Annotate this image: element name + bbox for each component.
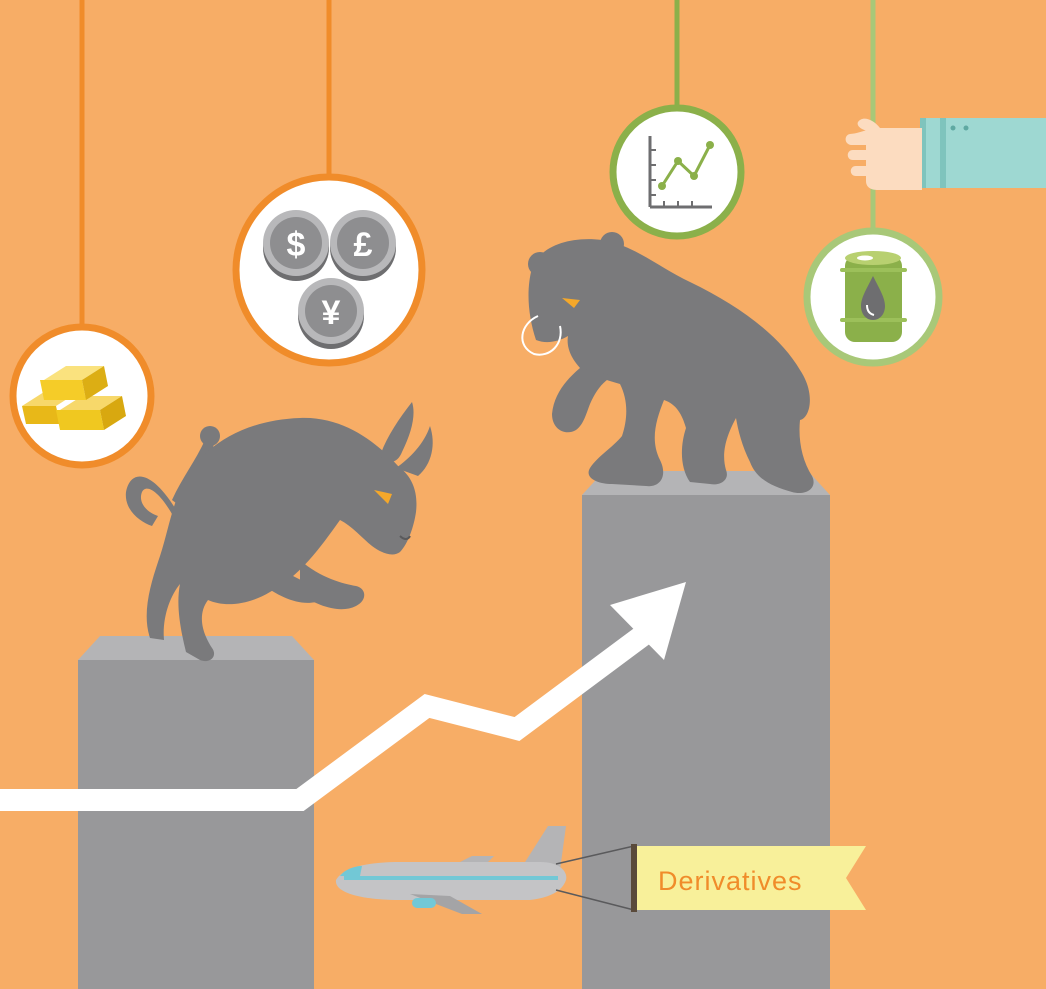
bull-eye [374,490,392,504]
oil-barrel-icon [803,227,943,367]
bull-icon [125,402,433,662]
currency-coins-icon: $ £ ¥ [232,173,426,367]
airplane-icon [335,826,567,914]
pound-coin: £ [330,210,396,281]
line-chart-icon [609,104,745,240]
hand-icon [845,118,1046,190]
bull-nostril [399,535,411,540]
gold-bars-icon [9,323,155,469]
left-pillar [78,636,314,989]
banner-line-bottom [555,889,635,911]
right-pillar [582,471,830,989]
pound-symbol: £ [354,226,373,264]
trend-arrow-icon [0,582,686,811]
bear-eye [562,298,580,308]
banner-line-top [555,845,635,865]
dollar-coin: $ [263,210,329,281]
bear-snout-outline [521,315,562,356]
dollar-symbol: $ [287,226,306,264]
banner-label: Derivatives [658,866,803,896]
bear-icon [528,232,814,494]
yen-symbol: ¥ [322,294,341,332]
yen-coin: ¥ [298,278,364,349]
derivatives-banner: Derivatives [631,844,866,912]
